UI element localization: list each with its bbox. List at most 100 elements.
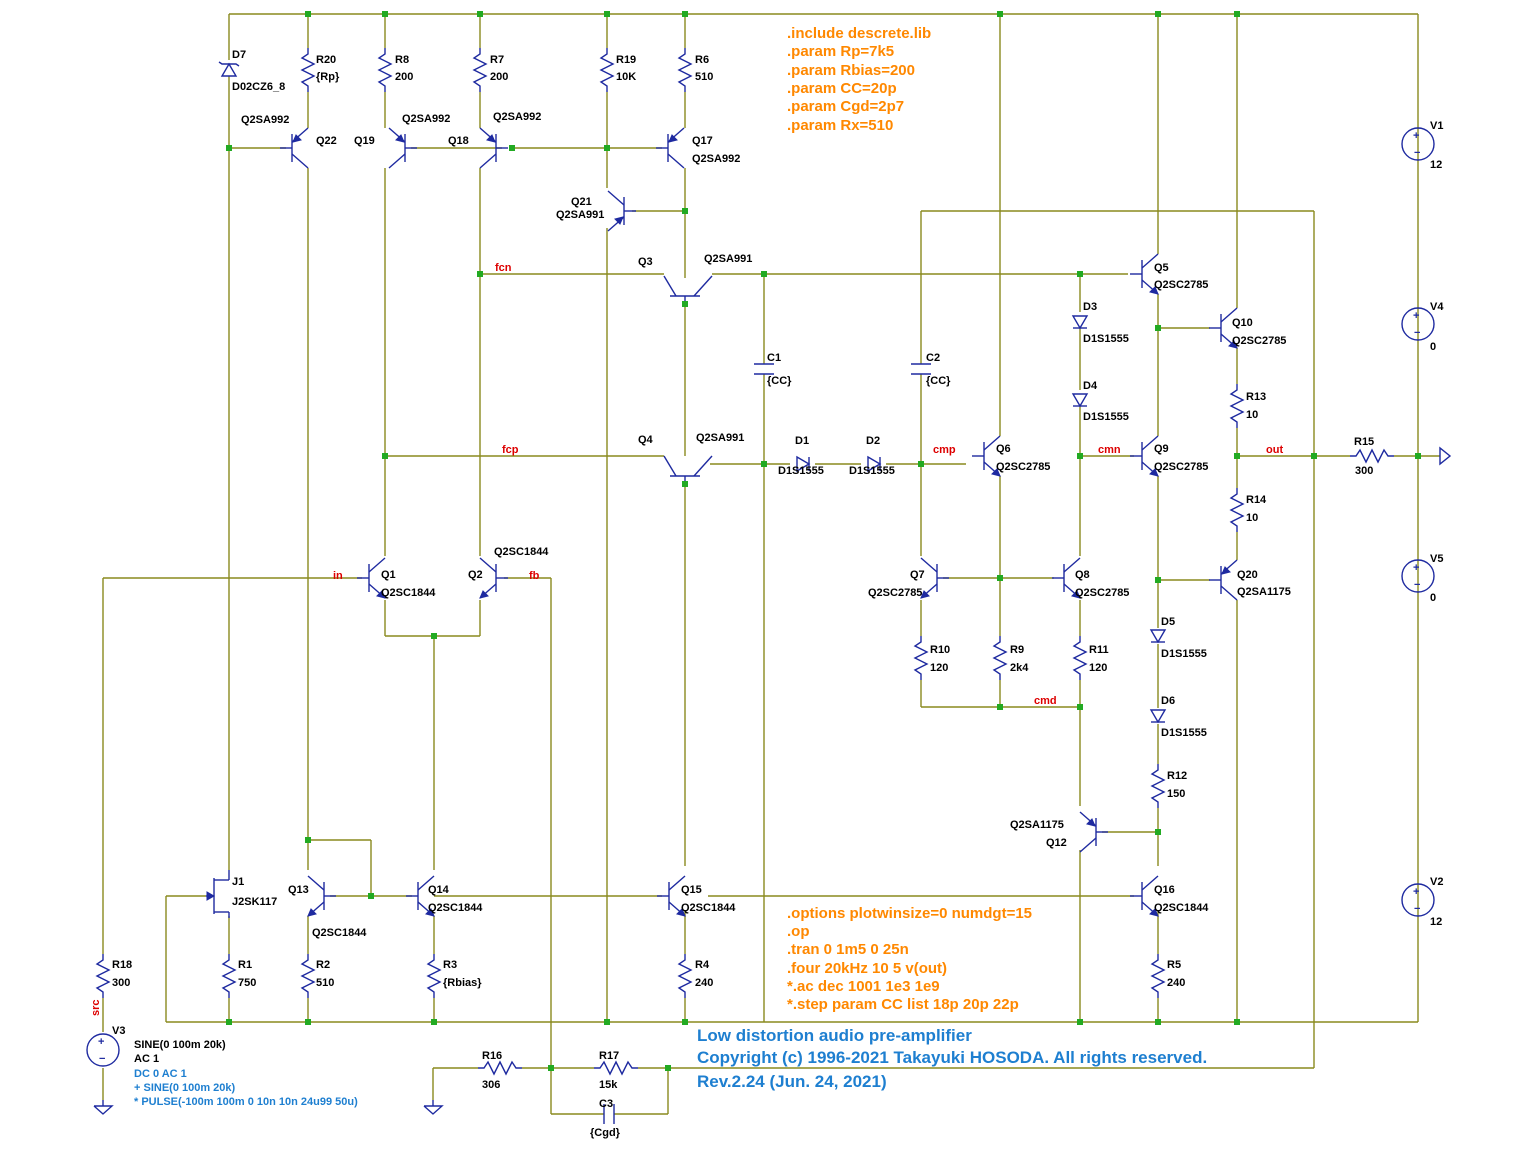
value3-v3: DC 0 AC 1 [134, 1068, 187, 1080]
resistor-r16 [477, 1061, 523, 1075]
model-q2: Q2SC1844 [494, 546, 549, 558]
resistor-r15 [1349, 449, 1395, 463]
directive-tran: .tran 0 1m5 0 25n [787, 941, 909, 958]
value-r18: 300 [112, 977, 130, 989]
directive-four: .four 20kHz 10 5 v(out) [787, 960, 947, 977]
label-q14: Q14 [428, 884, 450, 896]
model-q10: Q2SC2785 [1232, 335, 1286, 347]
model-q15: Q2SC1844 [681, 902, 736, 914]
net-out: out [1266, 444, 1283, 456]
value-r17: 15k [599, 1079, 618, 1091]
model-q7: Q2SC2785 [868, 587, 922, 599]
label-q4: Q4 [638, 434, 654, 446]
label-r18: R18 [112, 959, 132, 971]
model-q12: Q2SA1175 [1010, 819, 1064, 831]
label-q16: Q16 [1154, 884, 1175, 896]
label-r16: R16 [482, 1050, 502, 1062]
value-r19: 10K [616, 71, 636, 83]
model-q4: Q2SA991 [696, 432, 744, 444]
source-v1: +− [1401, 127, 1435, 161]
capacitor-c2 [911, 363, 931, 375]
output-port [1439, 446, 1452, 466]
svg-text:+: + [1413, 886, 1419, 898]
comment-title: Low distortion audio pre-amplifier [697, 1026, 972, 1045]
svg-text:+: + [1413, 562, 1419, 574]
label-q19: Q19 [354, 135, 375, 147]
value2-v3: AC 1 [134, 1053, 159, 1065]
value-r13: 10 [1246, 409, 1258, 421]
label-d6: D6 [1161, 695, 1175, 707]
directive-include: .include descrete.lib [787, 25, 931, 42]
model-q1: Q2SC1844 [381, 587, 436, 599]
net-fcn: fcn [495, 262, 512, 274]
label-d5: D5 [1161, 616, 1175, 628]
label-q13: Q13 [288, 884, 309, 896]
resistor-r18 [96, 953, 110, 999]
value4-v3: + SINE(0 100m 20k) [134, 1082, 236, 1094]
value-r20: {Rp} [316, 71, 340, 83]
value-c2: {CC} [926, 375, 951, 387]
spice-directives-top: .include descrete.lib .param Rp=7k5 .par… [787, 25, 931, 134]
svg-text:−: − [1414, 327, 1420, 339]
value-v5: 0 [1430, 592, 1436, 604]
resistor-r5 [1151, 953, 1165, 999]
label-r2: R2 [316, 959, 330, 971]
label-r7: R7 [490, 54, 504, 66]
diode-d1 [796, 455, 811, 473]
spice-directives-bottom: .options plotwinsize=0 numdgt=15 .op .tr… [787, 905, 1032, 1013]
label-q10: Q10 [1232, 317, 1253, 329]
label-q17: Q17 [692, 135, 713, 147]
label-r1: R1 [238, 959, 252, 971]
diode-d5 [1149, 629, 1167, 644]
value-r12: 150 [1167, 788, 1185, 800]
diode-d6 [1149, 709, 1167, 724]
transistor-q19 [388, 127, 418, 169]
model-q21: Q2SA991 [556, 209, 604, 221]
value-d3: D1S1555 [1083, 333, 1129, 345]
value-r7: 200 [490, 71, 508, 83]
comment-revision: Rev.2.24 (Jun. 24, 2021) [697, 1072, 887, 1091]
net-src: src [90, 999, 102, 1016]
transistor-q2 [479, 557, 509, 599]
svg-text:−: − [1414, 903, 1420, 915]
junctions [226, 11, 1421, 1071]
label-r19: R19 [616, 54, 636, 66]
label-v1: V1 [1430, 120, 1443, 132]
value-r16: 306 [482, 1079, 500, 1091]
value-c3: {Cgd} [590, 1127, 621, 1139]
value-d1: D1S1555 [778, 465, 824, 477]
label-q20: Q20 [1237, 569, 1258, 581]
value-r10: 120 [930, 662, 948, 674]
value-d5: D1S1555 [1161, 648, 1207, 660]
source-v2: +− [1401, 883, 1435, 917]
label-q1: Q1 [381, 569, 396, 581]
resistor-r2 [301, 953, 315, 999]
label-r9: R9 [1010, 644, 1024, 656]
ground-r16 [423, 1099, 443, 1115]
resistor-r10 [914, 635, 928, 681]
label-v2: V2 [1430, 876, 1443, 888]
label-r14: R14 [1246, 494, 1267, 506]
label-r6: R6 [695, 54, 709, 66]
label-r12: R12 [1167, 770, 1187, 782]
label-q5: Q5 [1154, 262, 1169, 274]
label-r11: R11 [1089, 644, 1109, 656]
net-labels: in fb fcn fcp cmp cmn cmd out src [90, 262, 1283, 1016]
label-r13: R13 [1246, 391, 1266, 403]
label-r20: R20 [316, 54, 336, 66]
label-q2: Q2 [468, 569, 483, 581]
label-v5: V5 [1430, 553, 1443, 565]
label-q22: Q22 [316, 135, 337, 147]
transistor-q12 [1079, 811, 1109, 853]
schematic-comment: Low distortion audio pre-amplifier Copyr… [697, 1026, 1207, 1091]
label-c3: C3 [599, 1098, 613, 1110]
svg-text:−: − [1414, 579, 1420, 591]
capacitor-c3 [603, 1104, 615, 1124]
directive-op: .op [787, 923, 810, 940]
component-labels: R20 {Rp} R8 200 R7 200 R19 10K R6 510 R1… [112, 49, 1444, 1139]
label-d1: D1 [795, 435, 809, 447]
model-q6: Q2SC2785 [996, 461, 1050, 473]
source-v4: +− [1401, 307, 1435, 341]
svg-text:+: + [1413, 310, 1419, 322]
